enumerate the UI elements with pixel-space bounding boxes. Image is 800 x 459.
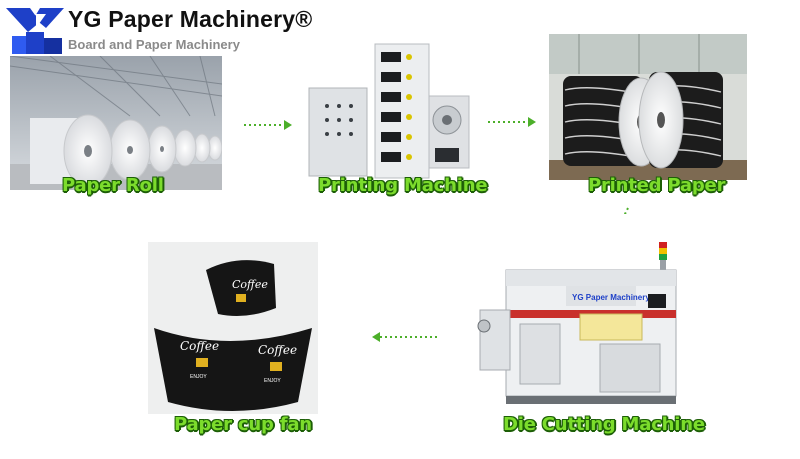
flow-arrow-right-icon — [244, 120, 292, 130]
step-label-printed-paper: Printed Paper — [588, 175, 726, 196]
step-label-die-cutting-machine: Die Cutting Machine — [503, 414, 705, 435]
yg-logo-icon — [6, 8, 64, 54]
flow-arrow-right-icon — [488, 117, 536, 127]
fan-brand-text-1: Coffee — [180, 339, 219, 353]
step-label-paper-cup-fan: Paper cup fan — [174, 414, 312, 435]
cup-brand-text: Coffee — [232, 278, 268, 291]
flow-arrow-left-icon — [372, 332, 440, 342]
paper-cup-fan-photo: Coffee Coffee Coffee ENJOY ENJOY — [148, 242, 318, 414]
machine-nameplate: YG Paper Machinery® — [572, 293, 656, 302]
die-cutting-machine-photo: YG Paper Machinery® — [460, 214, 700, 414]
fan-tagline-2: ENJOY — [264, 378, 281, 384]
step-label-paper-roll: Paper Roll — [62, 175, 164, 196]
brand-title: YG Paper Machinery® — [68, 6, 313, 32]
fan-tagline-1: ENJOY — [190, 374, 207, 380]
step-label-printing-machine: Printing Machine — [318, 175, 488, 196]
printing-machine-photo — [305, 36, 487, 186]
fan-brand-text-2: Coffee — [258, 343, 297, 357]
brand-subtitle: Board and Paper Machinery — [68, 37, 240, 52]
printed-paper-photo — [549, 34, 747, 180]
paper-roll-photo — [10, 56, 222, 190]
